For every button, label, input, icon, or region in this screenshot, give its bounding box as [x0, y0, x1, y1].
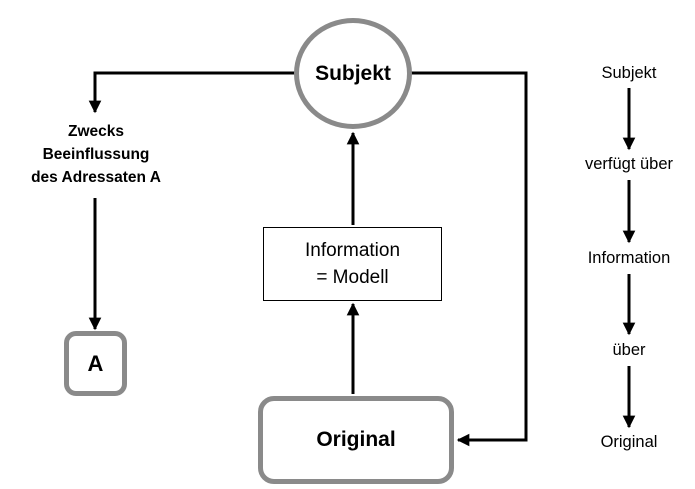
arrow-subject-to-addressee	[88, 71, 296, 114]
addressee-node: A	[64, 331, 127, 396]
subject-node: Subjekt	[294, 18, 412, 129]
chain-item-subject: Subjekt	[601, 64, 657, 82]
arrow-subject-to-original	[410, 71, 528, 447]
original-label: Original	[316, 428, 396, 451]
subject-label: Subjekt	[315, 61, 391, 85]
purpose-line-2: Beeinflussung	[42, 146, 150, 163]
information-label: Information	[304, 240, 401, 261]
information-model-node: Information = Modell	[263, 227, 442, 301]
chain-item-about: über	[612, 341, 646, 359]
addressee-label: A	[87, 350, 104, 376]
purpose-label: Zwecks Beeinflussung des Adressaten A	[0, 120, 192, 189]
purpose-line-3: des Adressaten A	[31, 169, 161, 186]
chain-item-original: Original	[600, 433, 658, 451]
chain-item-information: Information	[587, 249, 671, 267]
original-node: Original	[258, 396, 454, 484]
model-label: = Modell	[316, 267, 389, 288]
purpose-line-1: Zwecks	[67, 123, 124, 140]
chain-item-has: verfügt über	[584, 155, 674, 173]
